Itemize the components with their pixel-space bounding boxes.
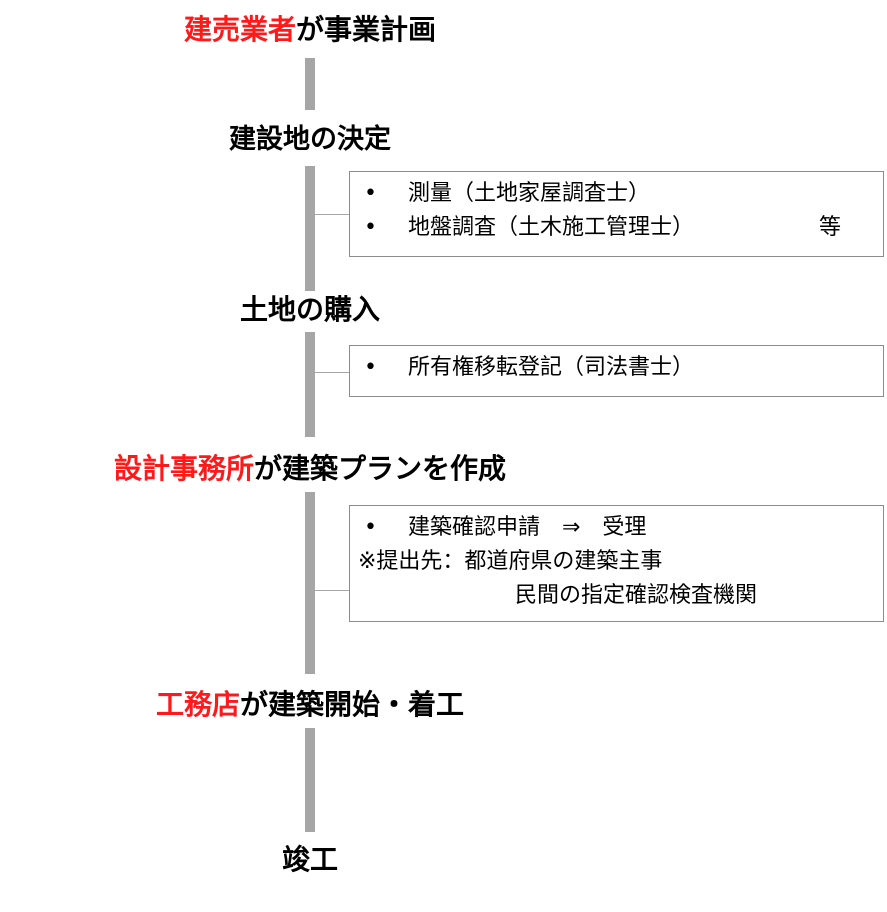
bullet-icon: • — [364, 355, 377, 380]
step-business-plan: 建売業者が事業計画 — [0, 10, 620, 50]
note-design: • 建築確認申請 ⇒ 受理 ※提出先：都道府県の建築主事 民間の指定確認検査機関 — [349, 505, 884, 622]
step-text: 竣工 — [281, 843, 338, 876]
step-text: が建築プランを作成 — [254, 452, 507, 485]
note-suffix: 等 — [818, 215, 841, 240]
note-line: ※提出先：都道府県の建築主事 — [350, 545, 883, 579]
note-submit-line2: 民間の指定確認検査機関 — [515, 583, 758, 608]
note-line: • 地盤調査（土木施工管理士） 等 — [350, 211, 883, 245]
note-line: • 所有権移転登記（司法書士） — [350, 351, 883, 385]
connector-segment-3 — [305, 332, 315, 437]
step-highlight: 設計事務所 — [113, 452, 254, 485]
note-submit-label: ※提出先：都道府県の建築主事 — [358, 549, 663, 574]
branch-tick-purchase — [315, 372, 350, 373]
step-text: 土地の購入 — [239, 293, 380, 326]
branch-tick-survey — [315, 214, 350, 215]
bullet-icon: • — [364, 215, 377, 240]
note-survey: • 測量（土地家屋調査士） • 地盤調査（土木施工管理士） 等 — [349, 171, 884, 257]
connector-segment-2 — [305, 166, 315, 291]
note-item: 測量（土地家屋調査士） — [408, 181, 651, 206]
note-line: 民間の指定確認検査機関 — [350, 579, 883, 613]
step-construction-start: 工務店が建築開始・着工 — [0, 685, 620, 725]
bullet-icon: • — [364, 515, 377, 540]
note-item: 所有権移転登記（司法書士） — [408, 355, 695, 380]
step-text: が事業計画 — [296, 13, 437, 46]
connector-segment-4 — [305, 492, 315, 674]
step-highlight: 建売業者 — [183, 13, 296, 46]
note-line: • 建築確認申請 ⇒ 受理 — [350, 511, 883, 545]
note-item: 地盤調査（土木施工管理士） — [408, 215, 695, 240]
connector-segment-5 — [305, 728, 315, 832]
step-design-plan: 設計事務所が建築プランを作成 — [0, 449, 620, 489]
step-text: 建設地の決定 — [229, 124, 391, 155]
note-item: 建築確認申請 ⇒ 受理 — [408, 515, 647, 540]
step-site-decision: 建設地の決定 — [0, 120, 620, 160]
step-completion: 竣工 — [0, 840, 620, 880]
connector-segment-1 — [305, 58, 315, 110]
step-text: が建築開始・着工 — [240, 688, 465, 721]
note-line: • 測量（土地家屋調査士） — [350, 177, 883, 211]
bullet-icon: • — [364, 181, 377, 206]
step-land-purchase: 土地の購入 — [0, 290, 620, 330]
note-purchase: • 所有権移転登記（司法書士） — [349, 345, 884, 397]
step-highlight: 工務店 — [155, 688, 240, 721]
branch-tick-design — [315, 590, 350, 591]
